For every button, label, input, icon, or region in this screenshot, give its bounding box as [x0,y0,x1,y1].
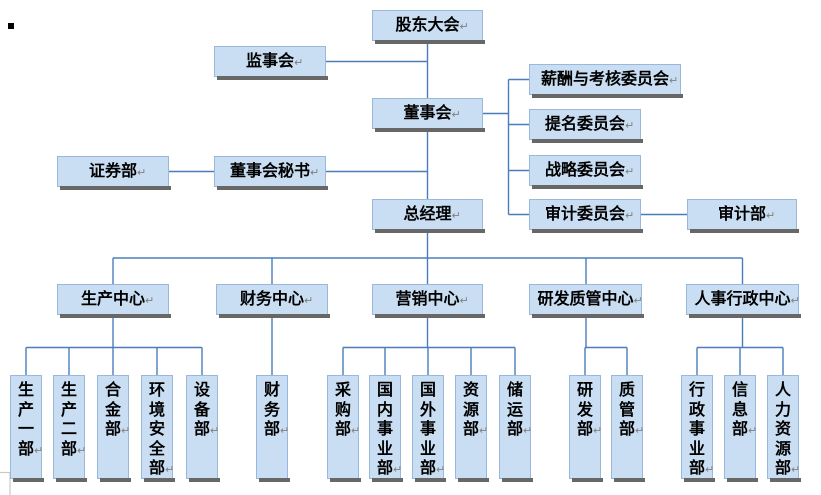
org-node-alloy-dept[interactable]: 合金部↵ [97,375,131,482]
node-label: 国外事业部 [419,380,436,477]
node-label: 研发部 [576,380,593,438]
node-label: 审计部 [717,204,766,223]
org-node-purchasing-dept[interactable]: 采购部↵ [327,375,361,482]
node-label: 总经理 [403,204,452,223]
org-node-compensation-committee[interactable]: 薪酬与考核委员会↵ [529,64,683,98]
org-node-env-safety-dept[interactable]: 环境安全部↵ [141,375,175,482]
org-node-storage-transport-dept[interactable]: 储运部↵ [499,375,533,482]
node-label: 信息部 [731,380,748,438]
node-label: 财务中心 [239,289,304,308]
node-label: 薪酬与考核委员会 [540,69,669,88]
org-node-equipment-dept[interactable]: 设备部↵ [186,375,220,482]
org-node-audit-department[interactable]: 审计部↵ [687,199,799,233]
node-label: 财务部 [263,380,280,438]
org-node-securities-department[interactable]: 证券部↵ [57,156,171,190]
node-label: 生产二部 [60,380,77,458]
org-node-rd-quality-center[interactable]: 研发质管中心↵ [529,284,644,318]
node-label: 合金部 [104,380,121,438]
org-node-general-manager[interactable]: 总经理↵ [372,199,485,233]
node-label: 储运部 [506,380,523,438]
org-node-quality-dept[interactable]: 质管部↵ [611,375,645,482]
node-label: 采购部 [334,380,351,438]
org-node-board-of-directors[interactable]: 董事会↵ [372,98,485,132]
node-label: 人事行政中心 [694,289,791,308]
node-label: 生产一部 [17,380,34,458]
org-node-production-dept-1[interactable]: 生产一部↵ [10,375,44,482]
node-label: 资源部 [462,380,479,438]
node-label: 营销中心 [395,289,460,308]
org-node-finance-dept[interactable]: 财务部↵ [256,375,290,482]
org-node-resources-dept[interactable]: 资源部↵ [455,375,489,482]
node-label: 战略委员会 [544,160,625,179]
org-node-audit-committee[interactable]: 审计委员会↵ [529,199,643,233]
org-node-marketing-center[interactable]: 营销中心↵ [372,284,485,318]
org-node-hr-dept[interactable]: 人力资源部↵ [767,375,801,482]
text-boundary-mark [0,471,11,495]
node-label: 提名委员会 [544,114,625,133]
org-node-board-secretary[interactable]: 董事会秘书↵ [214,156,328,190]
node-label: 审计委员会 [544,204,625,223]
list-bullet-icon [8,23,14,29]
node-label: 设备部 [193,380,210,438]
org-node-admin-business-dept[interactable]: 行政事业部↵ [681,375,715,482]
org-connectors [25,41,784,375]
org-node-strategy-committee[interactable]: 战略委员会↵ [529,155,643,189]
org-node-overseas-business-dept[interactable]: 国外事业部↵ [412,375,446,482]
node-label: 董事会秘书 [229,161,310,180]
org-node-production-center[interactable]: 生产中心↵ [57,284,171,318]
node-label: 人力资源部 [774,380,791,477]
node-label: 监事会 [245,51,294,70]
org-node-production-dept-2[interactable]: 生产二部↵ [53,375,87,482]
node-label: 证券部 [88,161,137,180]
org-node-shareholders-meeting[interactable]: 股东大会↵ [372,10,485,44]
node-label: 行政事业部 [688,380,705,477]
node-label: 生产中心 [80,289,145,308]
node-label: 股东大会 [395,15,460,34]
node-label: 国内事业部 [376,380,393,477]
node-label: 质管部 [618,380,635,438]
org-node-nomination-committee[interactable]: 提名委员会↵ [529,109,643,143]
org-node-rd-dept[interactable]: 研发部↵ [569,375,603,482]
org-node-finance-center[interactable]: 财务中心↵ [216,284,330,318]
org-node-supervisory-board[interactable]: 监事会↵ [214,46,328,80]
node-label: 董事会 [403,103,452,122]
node-label: 环境安全部 [148,380,165,477]
node-label: 研发质管中心 [537,289,634,308]
org-node-hr-admin-center[interactable]: 人事行政中心↵ [686,284,801,318]
org-node-information-dept[interactable]: 信息部↵ [724,375,758,482]
org-node-domestic-business-dept[interactable]: 国内事业部↵ [369,375,403,482]
